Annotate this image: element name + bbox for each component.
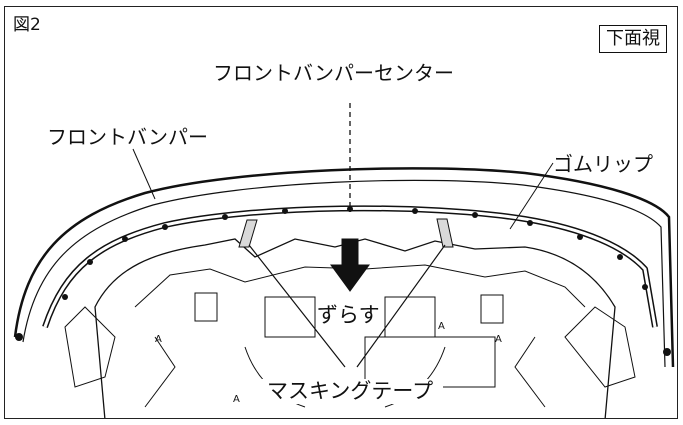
masking-tape-label: マスキングテープ xyxy=(257,379,444,404)
svg-text:A: A xyxy=(155,334,162,345)
tape-leader-left xyxy=(248,244,346,368)
svg-text:A: A xyxy=(495,334,502,345)
front-bumper-label: フロントバンパー xyxy=(47,125,208,149)
svg-text:A: A xyxy=(233,394,240,405)
svg-text:A: A xyxy=(438,321,445,332)
tape-leader-right xyxy=(356,244,446,368)
bumper-underside-drawing: AA AA A xyxy=(13,103,675,418)
masking-tape-right xyxy=(436,218,454,248)
rubber-lip-label: ゴムリップ xyxy=(553,152,653,176)
shift-label: ずらす xyxy=(317,303,380,327)
masking-tape-left xyxy=(238,219,258,248)
figure-frame: AA AA A 図2 下面視 フロントバンパーセンター フロントバンパー ゴムリ… xyxy=(4,6,678,419)
lip-leader xyxy=(509,162,554,230)
lip-clips xyxy=(15,206,671,356)
shift-arrow xyxy=(330,238,370,292)
front-bumper-outline xyxy=(13,167,675,368)
figure-number: 図2 xyxy=(13,15,41,35)
view-direction-tag: 下面視 xyxy=(599,25,667,53)
bumper-center-label: フロントバンパーセンター xyxy=(213,61,454,85)
under-cover xyxy=(94,238,616,418)
bumper-leader xyxy=(132,148,156,200)
